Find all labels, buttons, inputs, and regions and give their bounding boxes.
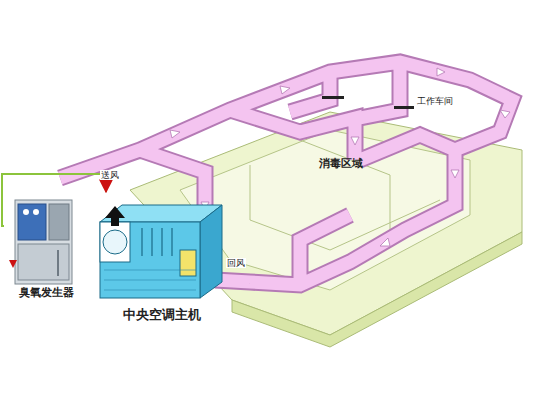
ozone-generator: 臭氧发生器 [4, 196, 88, 300]
partition-wall [250, 165, 440, 250]
device-label: 臭氧发生器 [4, 285, 88, 300]
air-duct [60, 62, 512, 285]
ozone-pipe [2, 174, 106, 226]
ac-unit-figure [100, 205, 222, 298]
device-label: 中央空调主机 [92, 306, 232, 324]
flow-arrow [9, 260, 17, 268]
duct-label: 回风 [226, 258, 246, 268]
area-label: 消毒区域 [318, 158, 364, 171]
vent-mark [322, 96, 344, 99]
ac-main-unit: 中央空调主机 [92, 192, 232, 324]
duct-label: 工作车间 [416, 96, 454, 106]
vent-mark [394, 106, 414, 109]
duct-label: 送风 [100, 170, 120, 180]
ozone-generator-figure [15, 200, 72, 284]
